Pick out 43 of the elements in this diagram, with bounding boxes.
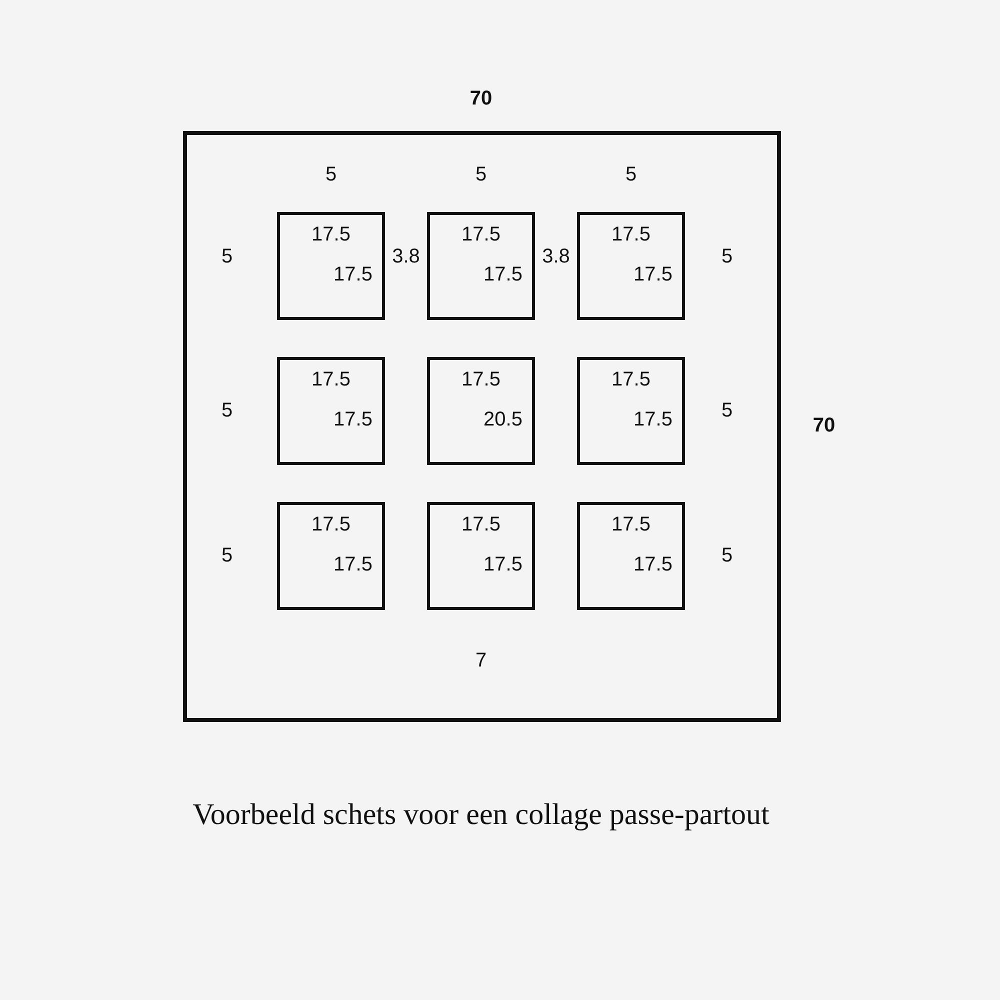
dimension-value: 20.5 — [484, 408, 522, 432]
dimension-value: 17.5 — [634, 554, 672, 576]
dimension-value: 17.5 — [334, 554, 372, 576]
dimension-value: 17.5 — [612, 368, 650, 392]
dimension-value: 17.5 — [462, 368, 500, 392]
dimension-value: 17.5 — [634, 408, 672, 432]
dimension-value: 17.5 — [334, 408, 372, 432]
dimension-value: 17.5 — [612, 224, 650, 246]
overall-dimension: 70 — [812, 414, 836, 438]
photo-opening — [277, 212, 385, 320]
margin-dimension: 3.8 — [392, 246, 420, 268]
dimension-value: 17.5 — [484, 554, 522, 576]
margin-dimension: 5 — [221, 246, 233, 268]
dimension-value: 17.5 — [312, 514, 350, 536]
dimension-value: 17.5 — [462, 514, 500, 536]
caption: Voorbeeld schets voor een collage passe-partout — [192, 798, 770, 832]
dimension-value: 17.5 — [312, 368, 350, 392]
photo-opening — [427, 212, 535, 320]
margin-dimension: 7 — [475, 650, 487, 672]
photo-opening — [577, 212, 685, 320]
margin-dimension: 3.8 — [542, 246, 570, 268]
margin-dimension: 5 — [721, 544, 733, 568]
margin-dimension: 5 — [475, 164, 487, 186]
photo-opening — [577, 357, 685, 465]
margin-dimension: 5 — [625, 164, 637, 186]
mat-frame — [183, 131, 781, 722]
dimension-value: 17.5 — [312, 224, 350, 246]
margin-dimension: 5 — [721, 246, 733, 268]
photo-opening — [427, 357, 535, 465]
photo-opening — [577, 502, 685, 610]
photo-opening — [277, 357, 385, 465]
margin-dimension: 5 — [221, 544, 233, 568]
overall-dimension: 70 — [470, 88, 492, 110]
dimension-value: 17.5 — [634, 264, 672, 286]
dimension-value: 17.5 — [334, 264, 372, 286]
margin-dimension: 5 — [221, 400, 233, 422]
dimension-value: 17.5 — [484, 264, 522, 286]
dimension-value: 17.5 — [612, 514, 650, 536]
margin-dimension: 5 — [721, 400, 733, 422]
photo-opening — [277, 502, 385, 610]
photo-opening — [427, 502, 535, 610]
dimension-value: 17.5 — [462, 224, 500, 246]
margin-dimension: 5 — [325, 164, 337, 186]
